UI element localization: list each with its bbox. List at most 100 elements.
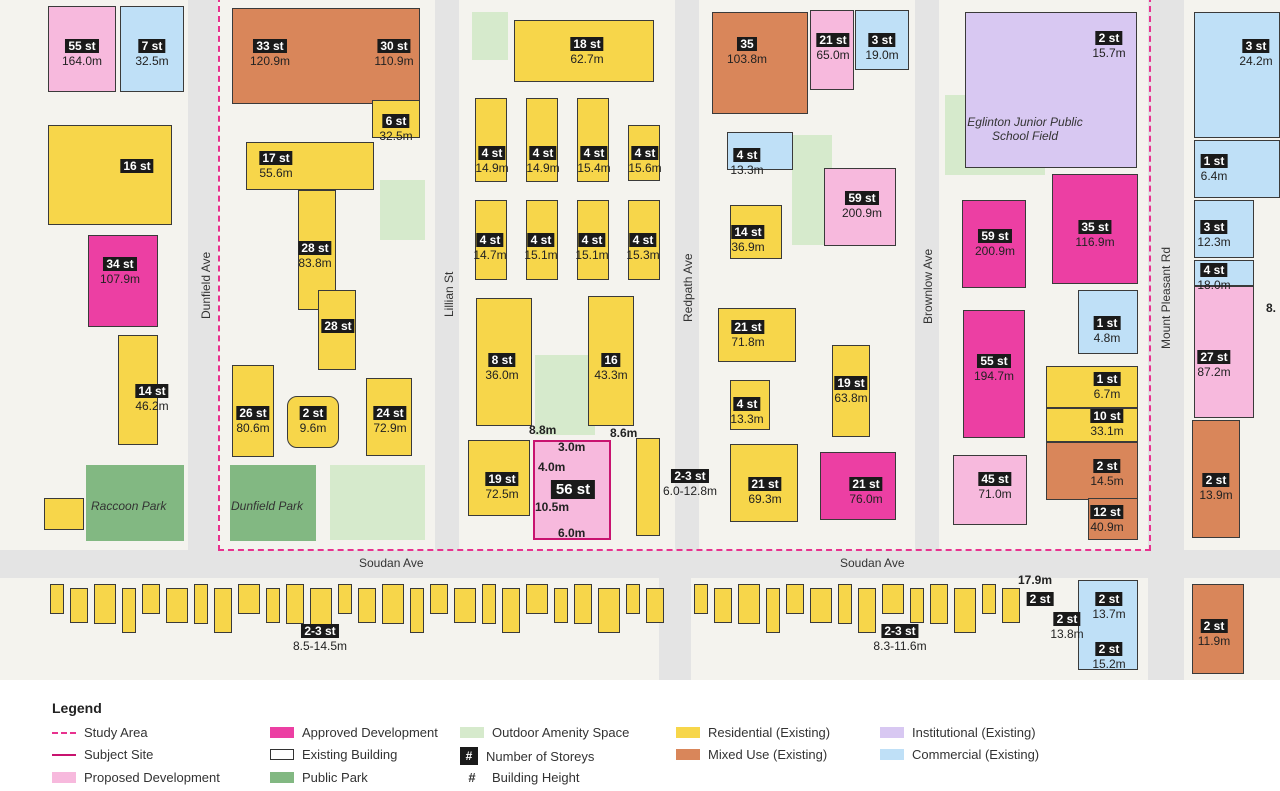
building [1194,12,1280,138]
storeys-badge: 4 st [529,146,557,160]
height-label: 36.9m [731,240,765,254]
dimension-label: 3.0m [558,440,586,454]
storeys-badge: 2 st [1095,31,1123,45]
legend-item: Approved Development [270,725,438,740]
height-label: 110.9m [374,54,414,68]
dimension-label: 8.8m [529,423,557,437]
legend-item: Residential (Existing) [676,725,830,740]
storeys-badge: 2 st [1095,592,1123,606]
height-label: 6.4m [1200,169,1228,183]
storeys-badge: 2 st [299,406,327,420]
legend-label: Approved Development [302,725,438,740]
height-symbol: # [468,770,476,785]
height-label: 62.7m [570,52,604,66]
height-label: 13.3m [730,412,764,426]
storeys-badge: 21 st [816,33,850,47]
house [358,588,376,623]
legend-label: Mixed Use (Existing) [708,747,828,762]
height-label: 11.9m [1197,634,1231,648]
legend-swatch [880,727,904,738]
storeys-badge: 4 st [527,233,555,247]
redpath-ave-road [675,0,699,550]
height-label: 107.9m [99,272,141,286]
legend-item: Proposed Development [52,770,220,785]
storeys-badge: 59 st [978,229,1012,243]
legend-item: Existing Building [270,747,397,762]
house [502,588,520,633]
legend-label: Study Area [84,725,148,740]
house [930,584,948,624]
storeys-badge: 4 st [1200,263,1228,277]
house [738,584,760,624]
house [554,588,568,623]
house [714,588,732,623]
storeys-badge: 2 st [1093,459,1121,473]
house [526,584,548,614]
building [246,142,374,190]
height-label: 32.5m [379,129,413,143]
height-label: 71.8m [731,335,765,349]
storeys-badge: 2-3 st [671,469,709,483]
building [526,98,558,182]
building-label: 28 st [321,318,355,334]
storeys-badge: 3 st [868,33,896,47]
height-label: 15.1m [575,248,609,262]
legend-label: Existing Building [302,747,398,762]
house [882,584,904,614]
height-label: 13.9m [1199,488,1233,502]
legend-swatch [270,727,294,738]
height-label: 103.8m [726,52,768,66]
house [858,588,876,633]
building [48,125,172,225]
amenity-space [472,12,508,60]
height-label: 87.2m [1197,365,1231,379]
house [574,584,592,624]
mount-pleasant-rd-road [1148,0,1184,680]
legend-item: Mixed Use (Existing) [676,747,827,762]
house [50,584,64,614]
height-label: 36.0m [485,368,519,382]
legend-label: Number of Storeys [486,748,595,764]
house [166,588,188,623]
height-label: 71.0m [978,487,1012,501]
house [70,588,88,623]
building [953,455,1027,525]
storeys-badge: 6 st [382,114,410,128]
storeys-badge: 30 st [377,39,411,53]
height-label: 76.0m [849,492,883,506]
height-label: 72.5m [485,487,519,501]
house [238,584,260,614]
house [694,584,708,614]
storeys-badge: 24 st [373,406,407,420]
building [88,235,158,327]
building [962,200,1026,288]
building [1052,174,1138,284]
storeys-symbol: # [460,747,478,765]
house [626,584,640,614]
storeys-badge: 21 st [748,477,782,491]
height-label: 116.9m [1075,235,1115,249]
storeys-badge: 7 st [138,39,166,53]
house [646,588,664,623]
legend-label: Institutional (Existing) [912,725,1036,740]
storeys-badge: 4 st [733,397,761,411]
storeys-badge: 4 st [631,146,659,160]
height-label: 8.5-14.5m [292,639,348,653]
house [786,584,804,614]
legend-swatch [52,753,76,756]
